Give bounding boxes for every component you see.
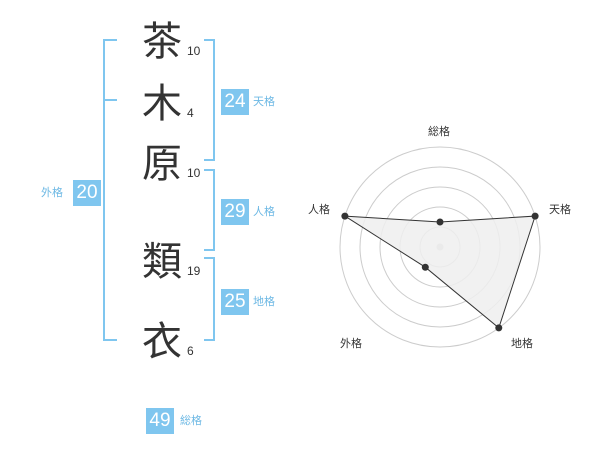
gaikaku-value: 20 — [73, 180, 101, 206]
radar-label-tenkaku: 天格 — [549, 203, 571, 216]
radar-point-2 — [531, 212, 539, 220]
stroke-count-1: 10 — [187, 44, 201, 58]
name-char-2: 木 — [142, 81, 182, 127]
jinkaku-value: 29 — [221, 199, 249, 225]
chikaku-label: 地格 — [253, 295, 275, 308]
gaikaku-label: 外格 — [41, 186, 63, 199]
soukaku-label: 総格 — [180, 414, 202, 427]
tenkaku-value: 24 — [221, 89, 249, 115]
radar-grid-ring — [339, 146, 541, 348]
radar-label-soukaku: 総格 — [428, 125, 450, 138]
radar-label-jinkaku: 人格 — [308, 203, 330, 216]
radar-series-polygon — [344, 215, 536, 329]
name-char-3: 原 — [142, 141, 182, 187]
radar-point-3 — [495, 324, 503, 332]
name-char-5: 衣 — [142, 319, 182, 365]
chikaku-value: 25 — [221, 289, 249, 315]
radar-point-4 — [421, 263, 429, 271]
radar-point-1 — [436, 218, 444, 226]
stroke-count-3: 10 — [187, 166, 201, 180]
stroke-count-4: 19 — [187, 264, 201, 278]
stroke-count-5: 6 — [187, 344, 194, 358]
stroke-count-2: 4 — [187, 106, 194, 120]
tenkaku-label: 天格 — [253, 95, 275, 108]
jinkaku-label: 人格 — [253, 205, 275, 218]
radar-label-gaikaku: 外格 — [340, 337, 362, 350]
radar-point-5 — [341, 212, 349, 220]
name-char-1: 茶 — [142, 19, 182, 65]
name-char-4: 類 — [142, 239, 182, 285]
radar-label-chikaku: 地格 — [511, 337, 533, 350]
soukaku-value: 49 — [146, 408, 174, 434]
